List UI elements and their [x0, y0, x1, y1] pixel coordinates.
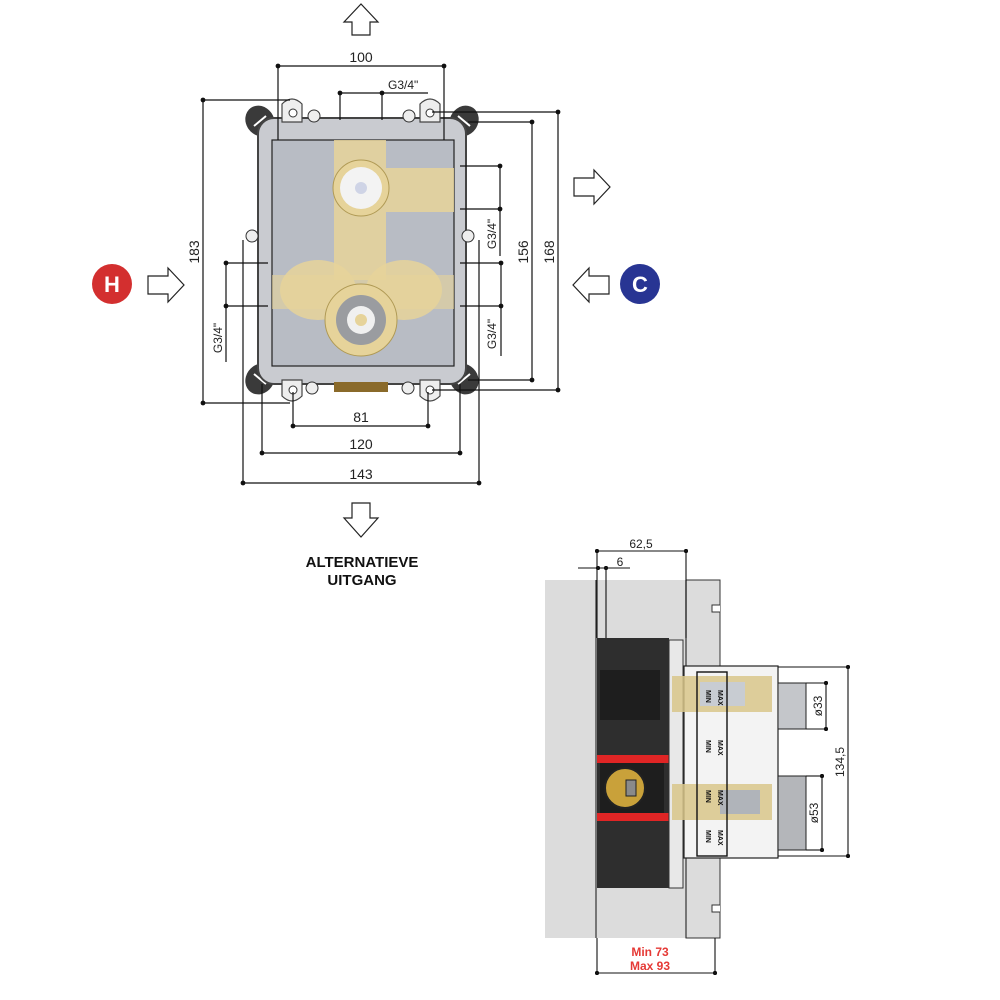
svg-text:MAX: MAX	[716, 740, 723, 756]
valve-housing	[245, 98, 479, 402]
dim-g34-left: G3/4"	[211, 323, 225, 353]
dim-100: 100	[349, 49, 373, 65]
install-max-label: Max 93	[630, 959, 670, 973]
hot-inlet-arrow-icon	[147, 266, 185, 304]
svg-text:MIN: MIN	[704, 740, 711, 753]
front-dimension-lines	[200, 63, 561, 486]
dim-62-5: 62,5	[629, 537, 653, 551]
alt-outlet-down-arrow-icon	[342, 502, 380, 538]
cold-badge-icon	[620, 264, 660, 304]
side-view: MIN MAX MIN MAX MIN MAX MIN MAX	[545, 537, 851, 976]
dim-6: 6	[617, 555, 624, 569]
hot-badge-label: H	[104, 272, 120, 297]
svg-text:MIN: MIN	[704, 790, 711, 803]
dim-dia-33: ø33	[811, 695, 825, 716]
dim-156: 156	[515, 240, 531, 264]
min-max-markings: MIN MAX MIN MAX MIN MAX MIN MAX	[704, 690, 723, 846]
dim-134-5: 134,5	[833, 747, 847, 777]
hot-badge-icon	[92, 264, 132, 304]
lower-knob	[777, 775, 807, 851]
dim-g34-right-upper: G3/4"	[485, 219, 499, 249]
alt-outlet-label-line2: UITGANG	[327, 572, 396, 589]
upper-knob	[777, 682, 807, 730]
front-view: 100 G3/4" 183 G3/4" G3/4" G3/4" 156 168 …	[92, 3, 660, 589]
outlet-right-arrow-icon	[573, 168, 611, 206]
dim-81: 81	[353, 409, 369, 425]
alt-outlet-label-line1: ALTERNATIEVE	[306, 554, 419, 571]
dim-168: 168	[541, 240, 557, 264]
svg-text:MIN: MIN	[704, 830, 711, 843]
svg-text:MIN: MIN	[704, 690, 711, 703]
svg-text:MAX: MAX	[716, 690, 723, 706]
dim-dia-53: ø53	[807, 802, 821, 823]
dim-120: 120	[349, 436, 373, 452]
install-min-label: Min 73	[631, 945, 669, 959]
dim-g34-top: G3/4"	[388, 78, 418, 92]
cold-badge-label: C	[632, 272, 648, 297]
dim-g34-right-lower: G3/4"	[485, 319, 499, 349]
dim-183: 183	[186, 240, 202, 264]
svg-text:MAX: MAX	[716, 830, 723, 846]
dim-143: 143	[349, 466, 373, 482]
svg-text:MAX: MAX	[716, 790, 723, 806]
outlet-up-arrow-icon	[342, 3, 380, 36]
cold-inlet-arrow-icon	[572, 266, 610, 304]
